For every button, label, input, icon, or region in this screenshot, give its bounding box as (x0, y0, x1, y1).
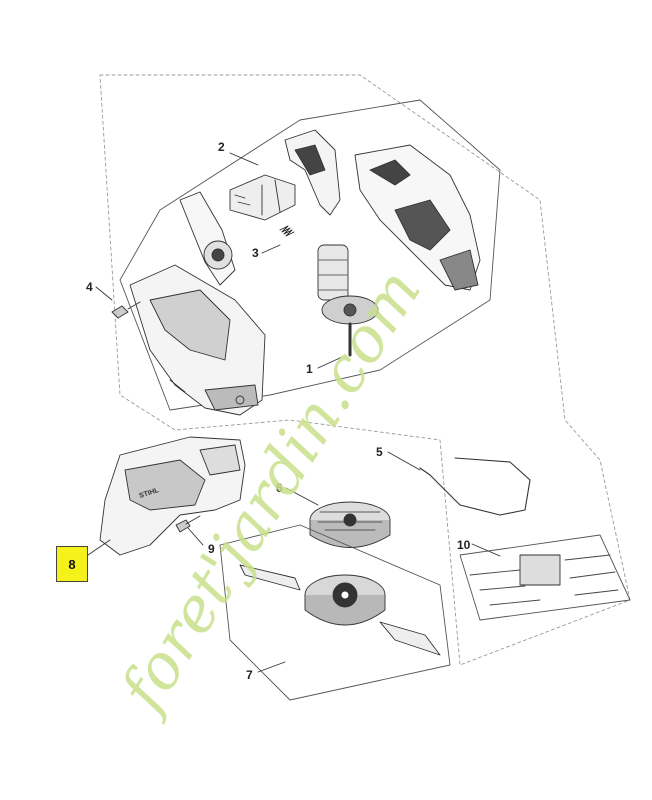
wire-clip-part-5 (419, 457, 531, 516)
callout-7: 7 (246, 668, 253, 682)
callout-10: 10 (457, 538, 471, 552)
callout-8-highlight: 8 (56, 546, 88, 582)
callout-5: 5 (376, 445, 383, 459)
callout-3: 3 (252, 246, 259, 260)
screw-part-4 (111, 301, 141, 319)
motor (317, 244, 379, 357)
callout-2: 2 (218, 140, 225, 154)
blade-pack-part-10 (459, 534, 631, 621)
callout-4: 4 (86, 280, 93, 294)
callout-6: 6 (276, 481, 283, 495)
callout-9: 9 (208, 542, 215, 556)
left-housing-half (129, 264, 266, 416)
trigger-handle (179, 191, 236, 286)
callout-1: 1 (306, 362, 313, 376)
switch-block (229, 174, 296, 221)
spring (279, 225, 295, 237)
blade-right (379, 621, 441, 656)
right-housing-half (354, 144, 481, 291)
screw-part-9 (175, 515, 201, 533)
rear-handle-piece (284, 129, 341, 216)
blade-left (239, 564, 301, 591)
spool-part-6 (309, 501, 391, 548)
motor-group-frame (119, 99, 501, 411)
cutting-head-part-7 (304, 574, 386, 626)
cutting-head-kit-frame (219, 524, 451, 701)
guard (99, 436, 246, 556)
